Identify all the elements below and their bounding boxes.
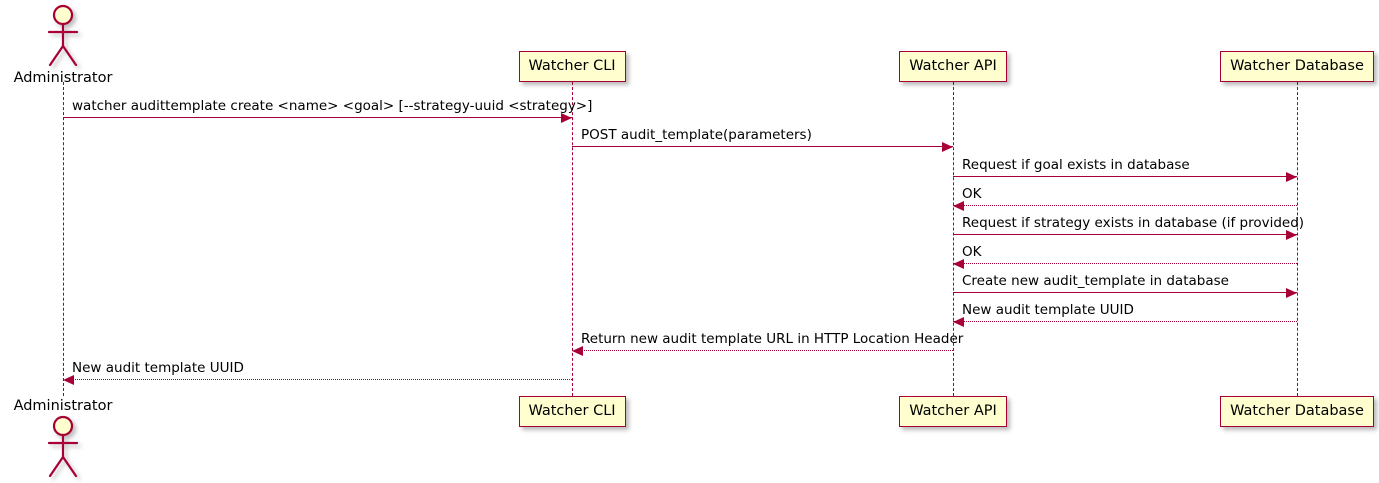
message-label-2: POST audit_template(parameters) [581, 127, 812, 143]
message-line-9 [572, 350, 953, 351]
participant-label-admin-bottom: Administrator [13, 398, 113, 414]
message-label-6: OK [962, 244, 982, 260]
message-line-5 [953, 234, 1297, 235]
message-label-8: New audit template UUID [962, 302, 1134, 318]
actor-admin-bottom [42, 415, 84, 481]
message-arrowhead-9 [572, 345, 583, 356]
message-line-7 [953, 292, 1297, 293]
message-label-5: Request if strategy exists in database (… [962, 215, 1305, 231]
participant-label-admin-top: Administrator [13, 70, 113, 86]
participant-database-bottom[interactable]: Watcher Database [1220, 396, 1374, 427]
message-label-1: watcher audittemplate create <name> <goa… [72, 98, 593, 114]
lifeline-api [953, 82, 954, 396]
lifeline-database [1297, 82, 1298, 396]
participant-api-bottom[interactable]: Watcher API [899, 396, 1007, 427]
message-arrowhead-4 [953, 200, 964, 211]
message-arrowhead-1 [561, 112, 572, 123]
message-label-3: Request if goal exists in database [962, 157, 1190, 173]
message-line-2 [572, 146, 953, 147]
message-arrowhead-8 [953, 316, 964, 327]
lifeline-cli [572, 82, 573, 396]
lifeline-admin [63, 82, 64, 396]
message-line-6 [953, 263, 1297, 264]
actor-admin-top [42, 4, 84, 70]
message-arrowhead-3 [1286, 171, 1297, 182]
message-line-1 [63, 117, 572, 118]
message-label-10: New audit template UUID [72, 360, 244, 376]
message-arrowhead-7 [1286, 287, 1297, 298]
message-label-7: Create new audit_template in database [962, 273, 1229, 289]
participant-database-top[interactable]: Watcher Database [1220, 51, 1374, 82]
message-label-9: Return new audit template URL in HTTP Lo… [581, 331, 964, 347]
message-line-3 [953, 176, 1297, 177]
message-arrowhead-6 [953, 258, 964, 269]
message-line-4 [953, 205, 1297, 206]
participant-api-top[interactable]: Watcher API [899, 51, 1007, 82]
message-line-8 [953, 321, 1297, 322]
message-label-4: OK [962, 186, 982, 202]
message-arrowhead-2 [942, 141, 953, 152]
message-arrowhead-5 [1286, 229, 1297, 240]
message-line-10 [63, 379, 572, 380]
participant-cli-top[interactable]: Watcher CLI [518, 51, 626, 82]
participant-cli-bottom[interactable]: Watcher CLI [518, 396, 626, 427]
message-arrowhead-10 [63, 374, 74, 385]
